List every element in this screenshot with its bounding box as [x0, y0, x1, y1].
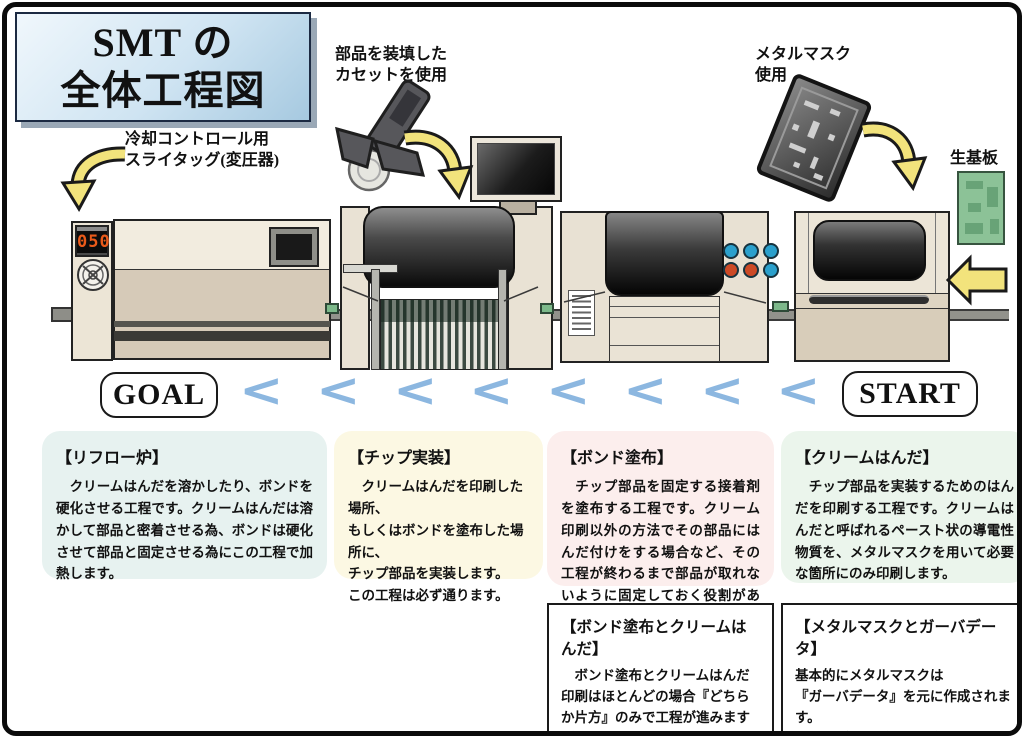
reflow-screen [276, 234, 312, 260]
process-box-title: 【クリームはんだ】 [795, 450, 939, 467]
note-box-title: 【ボンド塗布とクリームはんだ】 [561, 619, 747, 658]
page-title-line1: SMT の [92, 20, 234, 65]
feeder-rail-left [371, 269, 380, 370]
drawer-seam [610, 318, 719, 346]
flow-direction-chevrons: < < < < < < < < [223, 367, 837, 413]
button-blue [723, 243, 739, 259]
display-header [77, 227, 107, 231]
drawer-seam [610, 297, 719, 307]
conveyor-end-cap [51, 307, 73, 322]
chevron-left-icon: < [622, 363, 668, 417]
note-box-bond-vs-cream: 【ボンド塗布とクリームはんだ】 ボンド塗布とクリームはんだ印刷はほとんどの場合『… [547, 603, 774, 731]
process-box-chip-mount: 【チップ実装】 クリームはんだを印刷した場所、 もしくはボンドを塗布した場所に、… [334, 431, 543, 603]
feeder-top-band [381, 300, 498, 322]
process-box-body: チップ部品を実装するためのはんだを印刷する工程です。クリームはんだと呼ばれるペー… [795, 479, 1014, 582]
chevron-left-icon: < [469, 363, 514, 417]
chevron-left-icon: < [546, 363, 591, 417]
button-red [743, 262, 759, 278]
process-box-title: 【チップ実装】 [348, 450, 461, 467]
conveyor-board [540, 303, 554, 314]
cassette-label: 部品を装填した カセットを使用 [335, 46, 448, 85]
process-box-body: チップ部品を固定する接着剤を塗布する工程です。クリーム印刷以外の方法でその部品に… [561, 479, 760, 625]
mounter-head-cover [363, 206, 515, 288]
process-box-title: 【リフロー炉】 [56, 450, 169, 467]
monitor-screen [477, 143, 555, 195]
button-blue [763, 243, 779, 259]
reflow-stripe-1 [114, 321, 330, 327]
metal-mask-label: メタルマスク 使用 [755, 46, 852, 85]
panel-seam [935, 213, 936, 293]
start-badge: START [842, 371, 978, 417]
conveyor-board [325, 303, 339, 314]
metal-mask-arrow [861, 121, 928, 192]
chevron-left-icon: < [315, 363, 361, 417]
process-box-cream-solder: 【クリームはんだ】 チップ部品を実装するためのはんだを印刷する工程です。クリーム… [781, 431, 1017, 583]
button-blue [743, 243, 759, 259]
cassette-arrow [403, 129, 474, 201]
feeder-cassettes [380, 299, 499, 370]
goal-badge: GOAL [100, 372, 218, 418]
note-box-mask-gerber: 【メタルマスクとガーバデータ】 基本的にメタルマスクは 『ガーバデータ』を元に作… [781, 603, 1017, 731]
process-box-body: クリームはんだを印刷した場所、 もしくはボンドを塗布した場所に、 チップ部品を実… [348, 479, 524, 604]
process-box-body: クリームはんだを溶かしたり、ボンドを硬化させる工程です。クリームはんだは溶かして… [56, 479, 313, 582]
metal-mask-illustration [756, 74, 872, 202]
chevron-left-icon: < [699, 363, 745, 417]
cassette-illustration [335, 79, 431, 192]
pcb-trace [965, 223, 983, 234]
board-slot [809, 295, 929, 304]
printer-hood [813, 220, 926, 281]
pcb-trace [968, 203, 981, 212]
reflow-stripe-2 [114, 331, 330, 341]
reflow-screen-frame [269, 227, 319, 267]
temperature-value: 050 [77, 231, 111, 253]
note-box-title: 【メタルマスクとガーバデータ】 [795, 619, 997, 658]
button-red [723, 262, 739, 278]
control-buttons [723, 243, 780, 278]
feeder-rail-right [498, 269, 507, 370]
printer-base [796, 309, 948, 360]
raw-pcb [957, 171, 1005, 245]
chevron-left-icon: < [392, 363, 438, 417]
dispenser-hood [605, 211, 724, 296]
drawer-seam [610, 307, 719, 318]
button-blue [763, 262, 779, 278]
process-box-reflow: 【リフロー炉】 クリームはんだを溶かしたり、ボンドを硬化させる工程です。クリーム… [42, 431, 327, 581]
page-title-line2: 全体工程図 [60, 68, 266, 113]
pcb-trace [966, 181, 983, 189]
monitor-frame [470, 136, 562, 202]
board-entry-arrow [945, 254, 1008, 306]
process-box-bond: 【ボンド塗布】 チップ部品を固定する接着剤を塗布する工程です。クリーム印刷以外の… [547, 431, 774, 625]
temperature-display: 050 [75, 225, 111, 257]
note-box-body: ボンド塗布とクリームはんだ印刷はほとんどの場合『どちらか片方』のみで工程が進みま… [561, 668, 750, 731]
cooling-arrow [60, 146, 126, 213]
cooling-label: 冷却コントロール用 スライタッグ(変圧器) [125, 131, 280, 170]
chevron-left-icon: < [239, 363, 284, 417]
chevron-left-icon: < [776, 363, 821, 417]
conveyor-board [772, 301, 789, 312]
raw-board-label: 生基板 [950, 150, 999, 167]
mounter-rail [343, 264, 398, 273]
pcb-trace [990, 219, 999, 234]
process-box-title: 【ボンド塗布】 [561, 450, 674, 467]
pcb-trace [987, 187, 998, 207]
note-box-body: 基本的にメタルマスクは 『ガーバデータ』を元に作成されます。 ガーバデータが無い… [795, 668, 1011, 731]
spec-label [568, 290, 595, 336]
dispenser-drawers [609, 296, 720, 362]
page-title: SMT の 全体工程図 [15, 12, 311, 122]
panel-seam [808, 213, 809, 293]
